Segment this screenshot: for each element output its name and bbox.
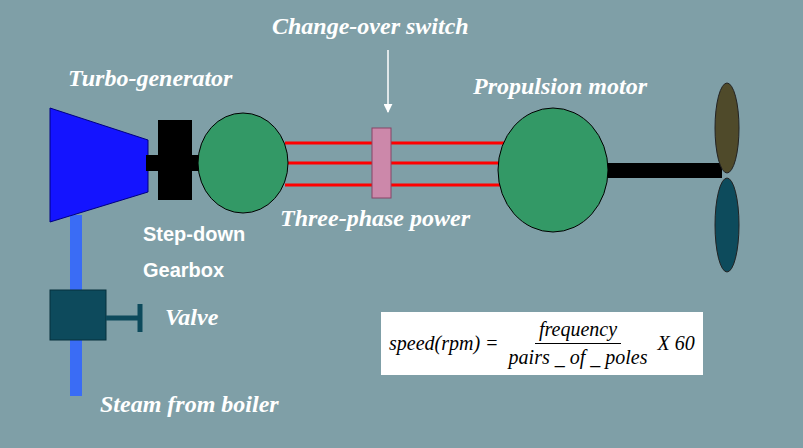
formula-text: X 60 [658, 332, 695, 355]
valve-body [50, 290, 106, 340]
change-over-switch [372, 128, 391, 198]
propeller-blade [715, 178, 739, 272]
valve-handle [138, 304, 143, 332]
part-label: Steam from boiler [100, 390, 279, 419]
gearbox [158, 120, 192, 200]
valve-stem [106, 316, 140, 321]
part-label: Propulsion motor [473, 72, 647, 101]
power-line [285, 184, 505, 187]
fraction: frequencypairs _ of _ poles [505, 318, 652, 369]
propulsion-motor [498, 108, 608, 232]
propeller-shaft [600, 163, 722, 178]
formula-text: pairs _ of _ poles [505, 344, 652, 369]
formula-text: speed(rpm) = [389, 332, 499, 355]
part-label: Valve [165, 303, 218, 332]
part-label: Step-down Gearbox [143, 216, 273, 288]
propeller-blade [715, 83, 739, 173]
part-label: Turbo-generator [68, 64, 232, 93]
part-label: Change-over switch [272, 12, 469, 41]
part-label: Three-phase power [280, 204, 470, 233]
formula-text: frequency [535, 318, 621, 344]
leader-arrow [387, 50, 389, 112]
generator [198, 113, 288, 213]
formula-box: speed(rpm) = frequencypairs _ of _ poles X… [381, 312, 703, 375]
power-line [288, 162, 502, 165]
turbine [50, 108, 148, 222]
power-line [285, 142, 505, 145]
